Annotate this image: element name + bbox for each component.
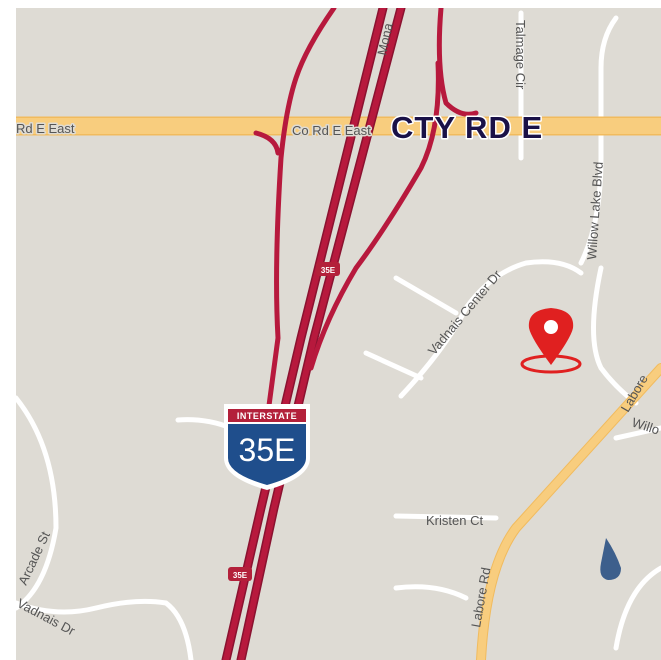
- svg-text:35E: 35E: [233, 571, 248, 580]
- shield-number-text: 35E: [239, 432, 296, 468]
- arterials: [16, 116, 661, 660]
- label-monarch: Mona: [374, 21, 396, 57]
- road-willow-lower: [591, 265, 639, 406]
- ramp-west: [263, 8, 337, 431]
- road-arcade-st: [16, 395, 59, 611]
- map-pin-icon[interactable]: [520, 308, 582, 374]
- water-pond: [600, 538, 621, 580]
- svg-text:CTY RD E: CTY RD E: [391, 110, 543, 145]
- label-willow-lake-blvd: Willow Lake Blvd: [584, 161, 606, 260]
- road-kristen-ct: [393, 513, 499, 521]
- ramp-east: [308, 60, 441, 371]
- small-shield-35e-north: 35E: [316, 262, 340, 276]
- label-cty-rd-e: CTY RD E: [391, 110, 543, 145]
- road-vadnais-stub-1: [393, 275, 459, 316]
- label-co-rd-e-east: Co Rd E East: [292, 123, 371, 138]
- shield-interstate-text: INTERSTATE: [237, 411, 297, 421]
- label-kristen-ct: Kristen Ct: [426, 513, 483, 528]
- road-willow-lake-blvd: [578, 15, 619, 266]
- svg-text:35E: 35E: [321, 266, 336, 275]
- map-viewport[interactable]: Rd E East Rd E East Co Rd E East Co Rd E…: [16, 8, 661, 660]
- road-vadnais-dr: [16, 598, 194, 660]
- road-willo-east: [613, 425, 661, 441]
- small-shield-35e-south: 35E: [228, 567, 252, 581]
- map-canvas[interactable]: Rd E East Rd E East Co Rd E East Co Rd E…: [16, 8, 661, 660]
- road-se-curve: [613, 565, 661, 651]
- svg-text:Rd E East: Rd E East: [16, 121, 75, 136]
- arterial-labore-rd: [477, 364, 661, 660]
- road-vadnais-center-dr: [398, 259, 584, 399]
- label-rd-e-east-left: Rd E East: [16, 121, 75, 136]
- label-talmage-cir: Talmage Cir: [513, 20, 528, 90]
- ramp-sw-loop: [253, 130, 281, 156]
- ramp-ne-loop: [436, 8, 479, 117]
- road-vadnais-stub-2: [363, 350, 424, 381]
- svg-text:Co Rd E East: Co Rd E East: [292, 123, 371, 138]
- interstate-35e-shield: INTERSTATE 35E: [224, 404, 310, 490]
- road-south-stub: [393, 584, 469, 601]
